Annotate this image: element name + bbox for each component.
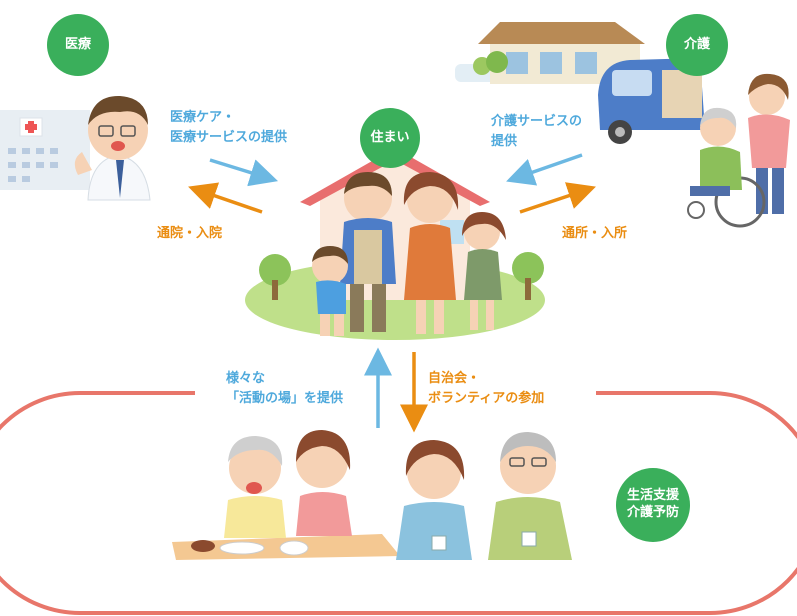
arrow-home-to-medical	[188, 182, 263, 214]
volunteer-label: 自治会・ ボランティアの参加	[428, 371, 545, 407]
home-node: 住まい	[360, 108, 420, 168]
activities-label: 様々な 「活動の場」を提供	[226, 371, 344, 407]
care-node: 介護	[666, 14, 728, 76]
care-service-label: 介護サービスの 提供	[491, 114, 583, 150]
community-loop	[0, 391, 797, 615]
home-scene-illustration	[245, 148, 545, 340]
arrow-home-to-care	[519, 182, 596, 214]
elderly-wheelchair-illustration	[687, 107, 766, 228]
arrow-care-to-home	[506, 153, 583, 186]
day-care-label: 通所・入所	[562, 226, 628, 241]
van-illustration	[598, 58, 705, 144]
medical-service-label: 医療ケア・ 医療サービスの提供	[170, 110, 288, 146]
doctor-illustration	[74, 95, 151, 201]
support-node: 生活支援 介護予防	[616, 468, 690, 542]
family-illustration	[312, 172, 506, 336]
visit-hospital-label: 通院・入院	[157, 226, 223, 241]
arrow-medical-to-home	[209, 158, 279, 187]
hospital-illustration	[0, 110, 90, 190]
caregiver-illustration	[748, 73, 790, 214]
community-scene-illustration	[172, 430, 572, 560]
care-house-illustration	[455, 22, 655, 84]
medical-node: 医療	[47, 14, 109, 76]
